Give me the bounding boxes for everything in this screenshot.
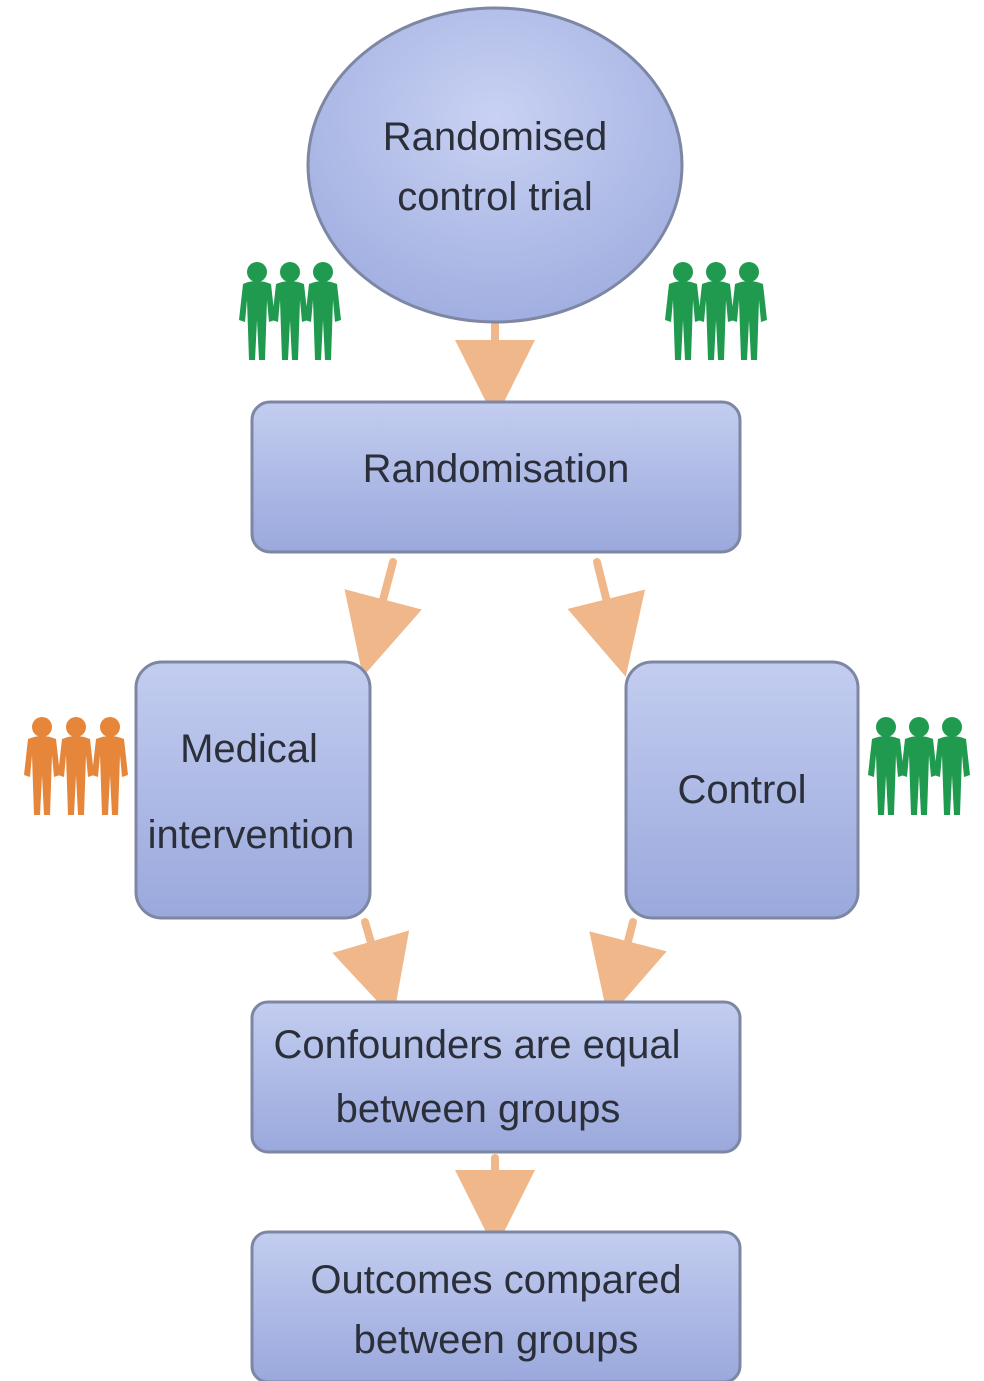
person-icon: [934, 717, 970, 815]
person-icon: [92, 717, 128, 815]
person-icon: [272, 262, 308, 360]
node-control: Control: [624, 660, 860, 920]
person-icon: [665, 262, 701, 360]
outcomes-label-line1: Outcomes compared: [310, 1258, 681, 1302]
person-icon: [58, 717, 94, 815]
people-group-medical-icon: [24, 717, 128, 815]
people-group-top-left-icon: [239, 262, 341, 360]
medical-label-line1: Medical: [180, 727, 318, 771]
person-icon: [24, 717, 60, 815]
node-trial: Randomised control trial: [306, 6, 684, 324]
node-outcomes: Outcomes compared between groups: [250, 1230, 742, 1381]
arrow-randomisation-to-medical: [344, 558, 422, 677]
control-label: Control: [678, 768, 807, 812]
node-medical-intervention: Medical intervention: [134, 660, 372, 920]
trial-label-line1: Randomised: [383, 115, 608, 159]
trial-label-line2: control trial: [397, 175, 593, 219]
people-group-control-icon: [868, 717, 970, 815]
arrows: [332, 321, 667, 1250]
confounders-label-line2: between groups: [336, 1087, 621, 1131]
confounders-label-line1: Confounders are equal: [274, 1023, 681, 1067]
person-icon: [239, 262, 275, 360]
randomisation-label: Randomisation: [363, 447, 630, 491]
medical-label-line2: intervention: [148, 813, 355, 857]
arrow-randomisation-to-control: [567, 558, 646, 677]
node-confounders: Confounders are equal between groups: [250, 1000, 742, 1154]
person-icon: [901, 717, 937, 815]
person-icon: [698, 262, 734, 360]
arrow-medical-to-confounders: [332, 918, 410, 1019]
person-icon: [868, 717, 904, 815]
arrow-control-to-confounders: [589, 918, 667, 1019]
node-randomisation: Randomisation: [250, 400, 742, 554]
people-group-top-right-icon: [665, 262, 767, 360]
person-icon: [305, 262, 341, 360]
outcomes-label-line2: between groups: [354, 1318, 639, 1362]
person-icon: [731, 262, 767, 360]
